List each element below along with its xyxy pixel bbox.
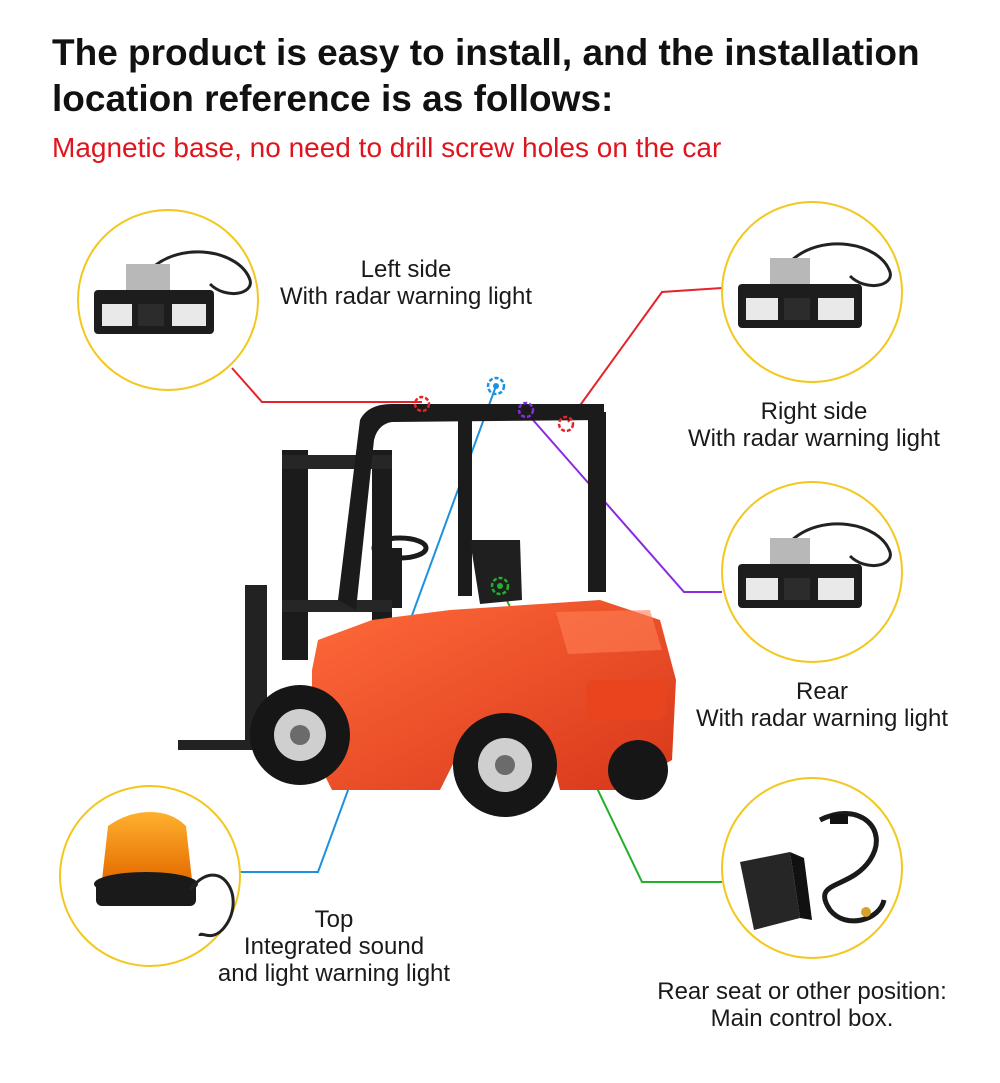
top-label-desc-1: Integrated sound bbox=[243, 933, 425, 960]
right-side-label: Right side With radar warning light bbox=[678, 398, 950, 452]
left-side-mount-marker bbox=[413, 395, 431, 413]
control-box-icon bbox=[740, 811, 887, 930]
right-side-product-circle bbox=[721, 201, 903, 383]
top-label-desc-2: and light warning light bbox=[217, 960, 451, 987]
rear-label-desc: With radar warning light bbox=[695, 705, 949, 732]
left-side-label-desc: With radar warning light bbox=[279, 283, 533, 310]
right-side-label-desc: With radar warning light bbox=[687, 425, 941, 452]
left-side-product-circle bbox=[77, 209, 259, 391]
top-leader-line bbox=[240, 385, 497, 873]
left-side-label: Left side With radar warning light bbox=[270, 256, 542, 310]
radar-warning-light-icon bbox=[94, 250, 252, 334]
rear-product-circle bbox=[721, 481, 903, 663]
left-side-leader-line bbox=[231, 367, 422, 403]
rear-label-title: Rear bbox=[795, 678, 849, 705]
page-subtitle: Magnetic base, no need to drill screw ho… bbox=[52, 132, 722, 163]
page-title: The product is easy to install, and the … bbox=[52, 32, 920, 119]
right-side-label-title: Right side bbox=[760, 398, 868, 425]
top-mount-center bbox=[493, 383, 499, 389]
control-box-label-desc: Main control box. bbox=[710, 1005, 894, 1032]
right-side-leader-line bbox=[567, 287, 723, 423]
control-box-mount-marker bbox=[490, 576, 510, 596]
right-side-mount-marker bbox=[557, 415, 575, 433]
beacon-light-icon bbox=[94, 812, 235, 938]
top-product-circle bbox=[59, 785, 241, 967]
control-box-label: Rear seat or other position: Main contro… bbox=[644, 978, 960, 1032]
left-side-label-title: Left side bbox=[360, 256, 452, 283]
control-box-mount-center bbox=[497, 583, 503, 589]
forklift-icon bbox=[178, 404, 676, 817]
control-box-label-title: Rear seat or other position: bbox=[657, 978, 947, 1005]
top-label-title: Top bbox=[314, 906, 354, 933]
rear-leader-line bbox=[525, 411, 722, 593]
rear-label: Rear With radar warning light bbox=[686, 678, 958, 732]
top-label: Top Integrated sound and light warning l… bbox=[200, 906, 468, 987]
rear-mount-marker bbox=[517, 401, 535, 419]
radar-warning-light-icon bbox=[738, 522, 892, 608]
control-box-product-circle bbox=[721, 777, 903, 959]
radar-warning-light-icon bbox=[738, 242, 892, 328]
top-mount-marker bbox=[486, 376, 506, 396]
